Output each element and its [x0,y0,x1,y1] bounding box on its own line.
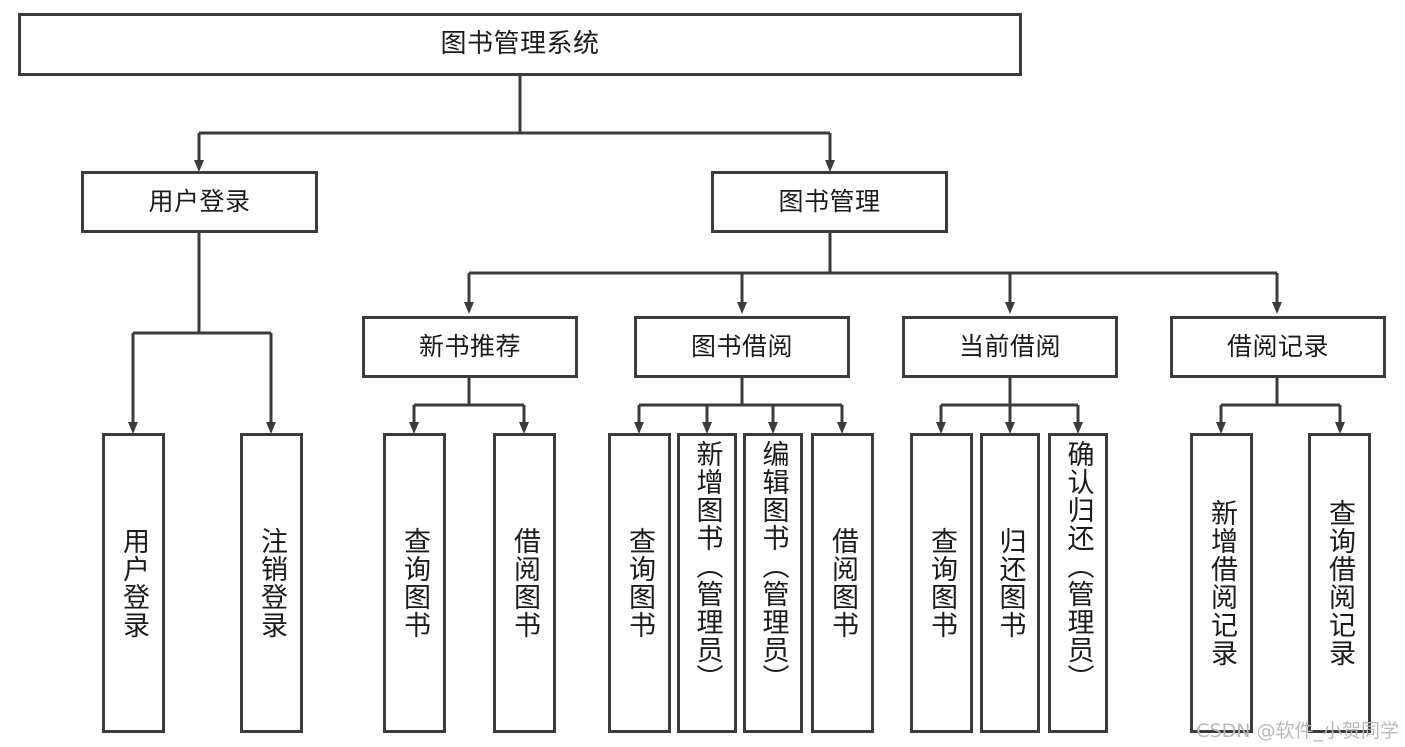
leaf-user-login-login[interactable]: 用户登录 [102,433,165,733]
node-borrow-records[interactable]: 借阅记录 [1170,316,1386,378]
node-user-login-label: 用户登录 [148,187,251,216]
node-current-borrow[interactable]: 当前借阅 [902,316,1118,378]
leaf-new-book-borrow-label: 借阅图书 [509,527,540,639]
node-book-management-label: 图书管理 [778,187,881,216]
node-new-book-recommend[interactable]: 新书推荐 [362,316,578,378]
leaf-borrow-add-book-admin[interactable]: 新增图书（管理员） [677,433,737,733]
leaf-records-query-record[interactable]: 查询借阅记录 [1308,433,1371,733]
leaf-user-login-logout[interactable]: 注销登录 [240,433,303,733]
leaf-borrow-add-book-admin-label: 新增图书（管理员） [691,440,723,692]
node-book-borrow-label: 图书借阅 [690,332,793,361]
leaf-borrow-edit-book-admin[interactable]: 编辑图书（管理员） [743,433,803,733]
leaf-current-return-book[interactable]: 归还图书 [980,433,1040,733]
leaf-records-add-record[interactable]: 新增借阅记录 [1190,433,1253,733]
leaf-current-query-book[interactable]: 查询图书 [910,433,973,733]
leaf-current-confirm-return-admin-label: 确认归还（管理员） [1062,440,1094,692]
leaf-user-login-login-label: 用户登录 [118,527,149,639]
leaf-borrow-query-book[interactable]: 查询图书 [608,433,671,733]
leaf-new-book-query[interactable]: 查询图书 [383,433,446,733]
node-book-borrow[interactable]: 图书借阅 [634,316,850,378]
leaf-new-book-query-label: 查询图书 [399,527,430,639]
leaf-borrow-borrow-book[interactable]: 借阅图书 [811,433,874,733]
leaf-current-return-book-label: 归还图书 [994,527,1026,639]
node-borrow-records-label: 借阅记录 [1226,332,1329,361]
node-current-borrow-label: 当前借阅 [958,332,1061,361]
leaf-borrow-query-book-label: 查询图书 [624,527,655,639]
node-user-login[interactable]: 用户登录 [81,171,318,233]
node-new-book-recommend-label: 新书推荐 [418,332,521,361]
leaf-records-query-record-label: 查询借阅记录 [1324,499,1355,667]
leaf-current-confirm-return-admin[interactable]: 确认归还（管理员） [1048,433,1108,733]
node-book-management[interactable]: 图书管理 [711,171,948,233]
leaf-new-book-borrow[interactable]: 借阅图书 [493,433,556,733]
leaf-borrow-edit-book-admin-label: 编辑图书（管理员） [757,440,789,692]
leaf-current-query-book-label: 查询图书 [926,527,957,639]
node-root-label: 图书管理系统 [440,28,600,59]
leaf-user-login-logout-label: 注销登录 [256,527,287,639]
leaf-records-add-record-label: 新增借阅记录 [1206,499,1237,667]
node-root[interactable]: 图书管理系统 [18,13,1022,76]
leaf-borrow-borrow-book-label: 借阅图书 [827,527,858,639]
